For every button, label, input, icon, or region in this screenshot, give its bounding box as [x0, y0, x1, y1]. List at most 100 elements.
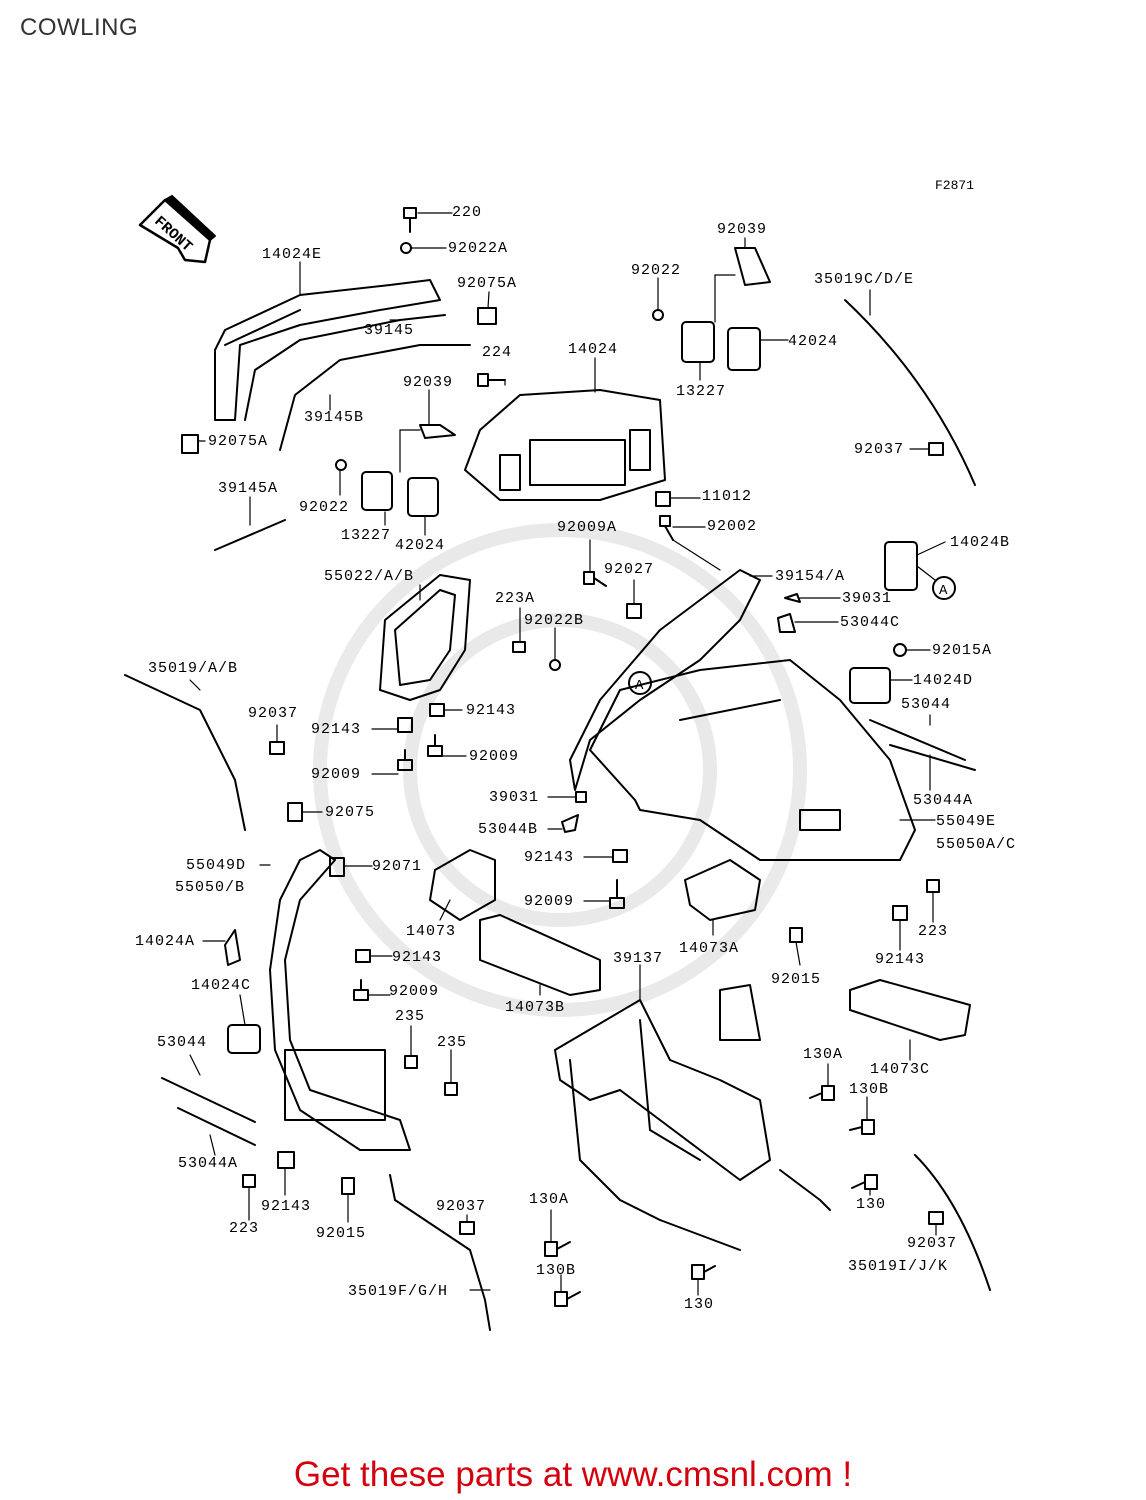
part-label-92143-b: 92143: [466, 702, 517, 719]
part-label-92022B: 92022B: [524, 612, 585, 629]
part-label-14024D: 14024D: [913, 672, 974, 689]
part-label-53044-left: 53044: [157, 1034, 208, 1051]
part-label-235-b: 235: [437, 1034, 468, 1051]
cap-92037-br: [928, 1211, 944, 1225]
part-label-35019FGH: 35019F/G/H: [348, 1283, 449, 1300]
cap-92037-left: [269, 741, 285, 755]
washer-92022-top: [652, 309, 664, 321]
nut-92143-f: [277, 1151, 295, 1169]
fairing-55049D: [269, 849, 411, 1151]
part-label-92075A-left: 92075A: [208, 433, 269, 450]
washer-92022B: [549, 659, 561, 671]
part-label-55050B: 55050/B: [175, 879, 246, 896]
part-label-53044B: 53044B: [478, 821, 539, 838]
part-label-42024-mid: 42024: [395, 537, 446, 554]
bolt-92009-d: [353, 979, 369, 1001]
part-label-53044A-right: 53044A: [913, 792, 974, 809]
cover-14024D: [849, 667, 891, 704]
cap-92037-right: [928, 442, 944, 456]
part-label-130B-left: 130B: [536, 1262, 577, 1279]
duct-14073A: [684, 859, 761, 921]
part-label-130B-right: 130B: [849, 1081, 890, 1098]
part-label-130A-right: 130A: [803, 1046, 844, 1063]
part-label-35019CDE: 35019C/D/E: [814, 271, 915, 288]
duct-14073B: [479, 914, 601, 996]
part-label-35019IJK: 35019I/J/K: [848, 1258, 949, 1275]
part-label-92027: 92027: [604, 561, 655, 578]
clip-92075A-left: [181, 434, 199, 454]
bolt-130A-right: [809, 1085, 835, 1101]
part-label-92009-a: 92009: [311, 766, 362, 783]
part-label-92002: 92002: [707, 518, 758, 535]
part-label-224: 224: [482, 344, 513, 361]
part-label-92015-mid: 92015: [771, 971, 822, 988]
part-label-42024-top: 42024: [788, 333, 839, 350]
part-label-92015-bottom: 92015: [316, 1225, 367, 1242]
clip-53044C: [777, 613, 796, 633]
bolt-235-b: [444, 1082, 458, 1096]
part-label-235-a: 235: [395, 1008, 426, 1025]
part-label-14073B: 14073B: [505, 999, 566, 1016]
part-label-130-right: 130: [856, 1196, 887, 1213]
part-label-14024: 14024: [568, 341, 619, 358]
clip-53044B: [561, 814, 579, 833]
part-label-14073A: 14073A: [679, 940, 740, 957]
nut-92143-a: [397, 717, 413, 733]
nut-92015-bottom: [341, 1177, 355, 1195]
trim-35019IJK: [914, 1154, 991, 1291]
clip-14024A: [224, 929, 241, 966]
bolt-223A: [512, 641, 526, 653]
part-label-92075A-top: 92075A: [457, 275, 518, 292]
cta-link[interactable]: Get these parts at www.cmsnl.com !: [293, 1455, 853, 1494]
part-label-39031-top: 39031: [842, 590, 893, 607]
part-label-53044C: 53044C: [840, 614, 901, 631]
part-label-130A-left: 130A: [529, 1191, 570, 1208]
nut-92015A: [893, 643, 907, 657]
trim-strip-39145A: [214, 519, 286, 551]
side-panel-14024E: [214, 279, 441, 421]
callout-a-left: A: [635, 678, 644, 694]
part-label-92037-left: 92037: [248, 705, 299, 722]
part-label-14024B: 14024B: [950, 534, 1011, 551]
washer-92022A: [400, 242, 412, 254]
inner-panel-55022: [379, 574, 471, 701]
figure-code: F2871: [935, 178, 975, 193]
duct-14073C: [849, 979, 971, 1041]
callout-a-right: A: [939, 583, 948, 599]
part-label-39145A: 39145A: [218, 480, 279, 497]
nut-92143-e: [892, 905, 908, 921]
duct-14073: [429, 849, 496, 921]
part-label-55049D: 55049D: [186, 857, 247, 874]
vent-42024-mid: [407, 477, 439, 517]
trim-35019FGH: [389, 1174, 491, 1331]
bolt-235-a: [404, 1055, 418, 1069]
bolt-223-right: [926, 879, 940, 893]
nut-92071: [329, 857, 345, 877]
part-label-35019AB: 35019/A/B: [148, 660, 239, 677]
grommet-92027: [626, 603, 642, 619]
bolt-223-left: [242, 1174, 256, 1188]
vent-42024-top: [727, 327, 761, 371]
part-label-92143-a: 92143: [311, 721, 362, 738]
vent-13227-top: [681, 321, 715, 363]
clip-39031-top: [784, 593, 801, 603]
part-label-14024A: 14024A: [135, 933, 196, 950]
bolt-130-bottom: [691, 1264, 716, 1280]
part-label-92143-f: 92143: [261, 1198, 312, 1215]
grommet-11012: [655, 491, 671, 507]
page-title: COWLING: [20, 14, 139, 41]
fairing-55049E: [589, 659, 916, 861]
cover-14024B: [884, 541, 918, 591]
part-label-14024C: 14024C: [191, 977, 252, 994]
trim-35019CDE: [844, 299, 976, 486]
part-label-92037-right: 92037: [854, 441, 905, 458]
part-label-55022AB: 55022/A/B: [324, 568, 415, 585]
part-label-39154A: 39154/A: [775, 568, 846, 585]
part-label-92143-e: 92143: [875, 951, 926, 968]
clip-39031-mid: [575, 791, 587, 803]
strip-53044-right: [869, 719, 966, 761]
part-label-220: 220: [452, 204, 483, 221]
part-label-39031-mid: 39031: [489, 789, 540, 806]
bolt-220: [403, 207, 417, 233]
